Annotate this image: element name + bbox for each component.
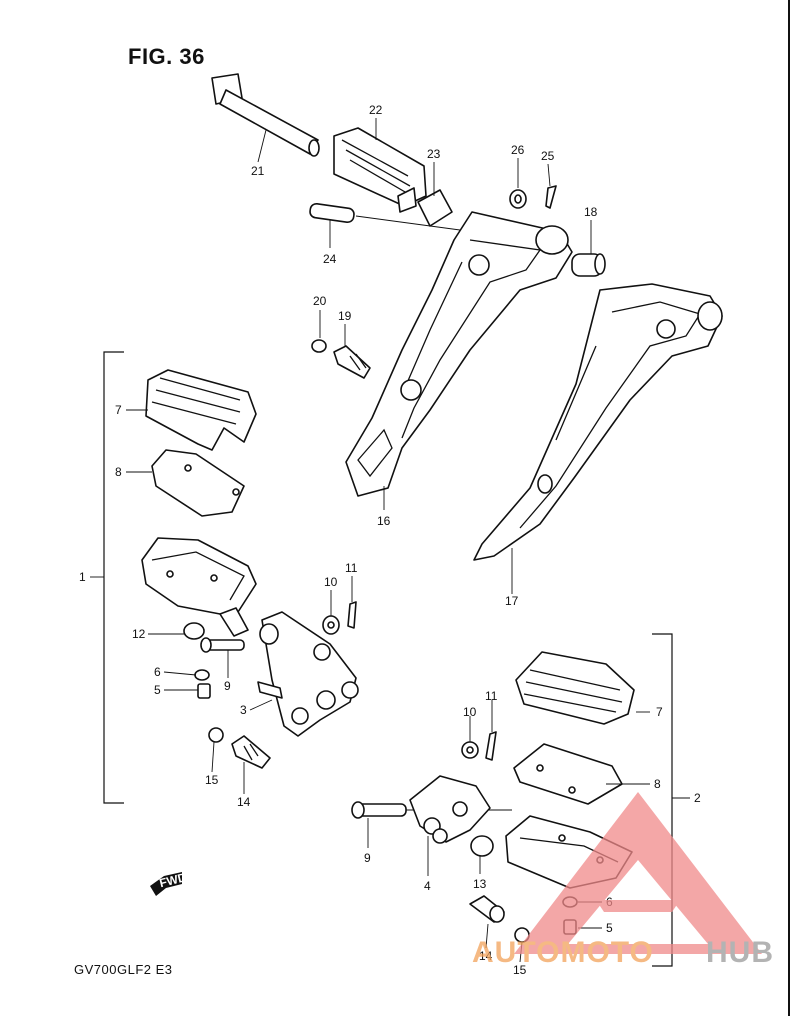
callout-20: 20 [313, 294, 327, 308]
part-8-rubber-holder-left [151, 449, 245, 517]
callout-8-right: 8 [654, 777, 661, 791]
fwd-label: FWD [158, 870, 188, 890]
callout-1: 1 [79, 570, 86, 584]
callout-18: 18 [584, 205, 598, 219]
part-21-footrest-bolt [211, 73, 320, 157]
part-6-washer-left [194, 669, 210, 681]
watermark-triangle-icon [514, 792, 762, 954]
callout-22: 22 [369, 103, 383, 117]
callout-7-right: 7 [656, 705, 663, 719]
callout-21: 21 [251, 164, 265, 178]
callout-16: 16 [377, 514, 391, 528]
part-14-bolt-left [231, 735, 271, 769]
callout-8-left: 8 [115, 465, 122, 479]
callout-3: 3 [240, 703, 247, 717]
callout-14-left: 14 [237, 795, 251, 809]
part-9-pin-left [200, 637, 245, 653]
callout-12: 12 [132, 627, 146, 641]
model-code: GV700GLF2 E3 [74, 962, 173, 977]
part-20-nut [311, 339, 327, 353]
part-3-footboard-bracket-left [257, 611, 359, 737]
part-10-washer-left [322, 615, 340, 635]
watermark-logo: AUTOMOTO HUB [472, 792, 774, 969]
part-5-bolt-left [197, 683, 211, 699]
part-9-pin-right [351, 801, 512, 819]
watermark-text-automoto: AUTOMOTO [472, 936, 654, 969]
part-10-washer-right [461, 741, 479, 759]
callout-13: 13 [473, 877, 487, 891]
callout-24: 24 [323, 252, 337, 266]
part-26-washer [509, 189, 527, 209]
part-18-bushing [571, 253, 606, 277]
callout-25: 25 [541, 149, 555, 163]
callout-26: 26 [511, 143, 525, 157]
callout-7-left: 7 [115, 403, 122, 417]
watermark-text-hub: HUB [706, 936, 774, 969]
part-24-pin [309, 202, 461, 231]
part-19-bolt [333, 345, 371, 379]
figure-title: FIG. 36 [128, 44, 205, 69]
callout-10-left: 10 [324, 575, 338, 589]
part-16-footrest-bracket [345, 211, 573, 497]
part-25-cotter-pin [545, 185, 557, 209]
part-17-footrest-bracket [473, 283, 723, 561]
callout-14-right: 14 [479, 949, 493, 963]
callout-23: 23 [427, 147, 441, 161]
part-15-nut-left [208, 727, 224, 743]
callout-10-right: 10 [463, 705, 477, 719]
part-7-footboard-rubber-right [515, 651, 635, 725]
callout-15-left: 15 [205, 773, 219, 787]
part-14-bolt-right [469, 895, 505, 923]
callout-4: 4 [424, 879, 431, 893]
callout-9-right: 9 [364, 851, 371, 865]
callout-19: 19 [338, 309, 352, 323]
part-12-clip-left [183, 622, 205, 640]
footboard-left [141, 537, 257, 637]
part-13-clip-right [470, 835, 494, 857]
callout-15-right: 15 [513, 963, 527, 977]
callout-11-right: 11 [485, 689, 498, 703]
callout-6-left: 6 [154, 665, 161, 679]
assembly-2-bracket [652, 633, 673, 967]
part-11-cotter-pin-right [485, 731, 497, 761]
part-11-cotter-pin-left [347, 601, 357, 629]
callout-5-right: 5 [606, 921, 613, 935]
callout-17: 17 [505, 594, 519, 608]
callout-labels: 21 22 23 24 26 25 18 20 19 16 17 7 8 1 1… [79, 103, 701, 977]
part-23-footrest-plate [417, 189, 453, 227]
leader-lines [90, 118, 690, 963]
part-4-footboard-bracket-right [409, 775, 491, 844]
assembly-1-bracket [103, 351, 124, 804]
part-7-footboard-rubber-left [145, 369, 257, 451]
fwd-arrow-icon: FWD [150, 870, 188, 896]
callout-2: 2 [694, 791, 701, 805]
part-8-rubber-holder-right [513, 743, 623, 805]
callout-11-left: 11 [345, 561, 358, 575]
part-22-footrest-rubber [333, 127, 427, 213]
callout-5-left: 5 [154, 683, 161, 697]
callout-9-left: 9 [224, 679, 231, 693]
